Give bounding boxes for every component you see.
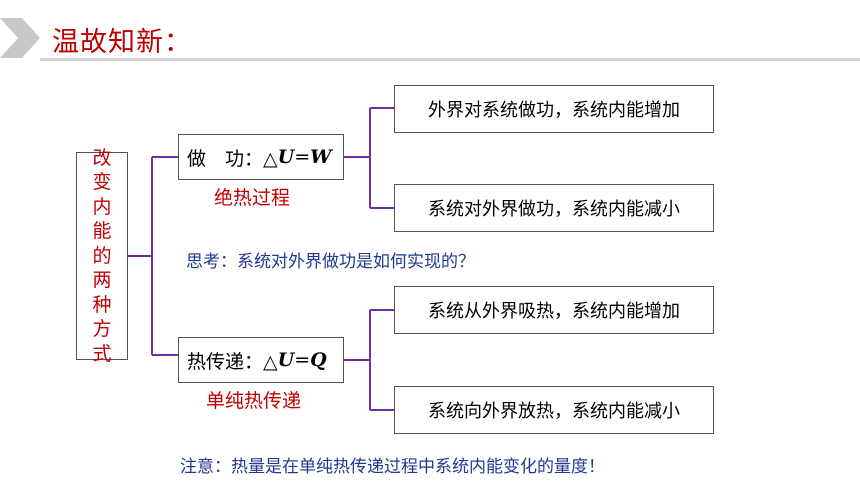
work-red-label: 绝热过程 bbox=[214, 187, 291, 209]
root-char: 的 bbox=[92, 244, 112, 267]
work-var-w: W bbox=[310, 146, 332, 168]
attention-note: 注意：热量是在单纯热传递过程中系统内能变化的量度！ bbox=[180, 457, 605, 477]
work-leaf-box-1: 外界对系统做功，系统内能增加 bbox=[394, 85, 714, 133]
root-char: 能 bbox=[92, 220, 112, 243]
work-var-u: U bbox=[277, 146, 295, 168]
root-char: 内 bbox=[92, 195, 112, 218]
root-box-energy-change-methods: 改 变 内 能 的 两 种 方 式 bbox=[76, 147, 128, 365]
root-char: 方 bbox=[92, 318, 112, 341]
root-char: 两 bbox=[92, 269, 112, 292]
heat-eq: = bbox=[294, 349, 311, 371]
work-leaf-box-2: 系统对外界做功，系统内能减小 bbox=[394, 184, 714, 232]
work-eq: = bbox=[294, 146, 311, 168]
heat-label-prefix: 热传递：△ bbox=[187, 350, 278, 373]
heat-leaf-text-2: 系统向外界放热，系统内能减小 bbox=[428, 401, 680, 422]
root-char: 种 bbox=[92, 293, 112, 316]
root-char: 变 bbox=[92, 171, 112, 194]
page-title: 温故知新： bbox=[52, 27, 192, 58]
work-label-prefix: 做 功：△ bbox=[187, 147, 278, 170]
heat-var-u: U bbox=[277, 349, 295, 371]
work-leaf-text-2: 系统对外界做功，系统内能减小 bbox=[428, 199, 680, 220]
root-char: 式 bbox=[92, 342, 112, 365]
heat-leaf-box-1: 系统从外界吸热，系统内能增加 bbox=[394, 286, 714, 334]
heat-var-q: Q bbox=[310, 349, 327, 371]
heat-branch-box: 热传递：△U=Q bbox=[178, 337, 344, 383]
think-note: 思考：系统对外界做功是如何实现的？ bbox=[186, 252, 475, 272]
heat-leaf-box-2: 系统向外界放热，系统内能减小 bbox=[394, 386, 714, 434]
header-underline bbox=[40, 58, 860, 61]
root-char: 改 bbox=[92, 146, 112, 169]
heat-red-label: 单纯热传递 bbox=[206, 390, 302, 412]
work-branch-box: 做 功：△U=W bbox=[178, 134, 344, 180]
work-leaf-text-1: 外界对系统做功，系统内能增加 bbox=[428, 100, 680, 121]
header-chevron-icon bbox=[0, 18, 40, 58]
header-bar: 温故知新： bbox=[0, 14, 860, 61]
heat-leaf-text-1: 系统从外界吸热，系统内能增加 bbox=[428, 301, 680, 322]
